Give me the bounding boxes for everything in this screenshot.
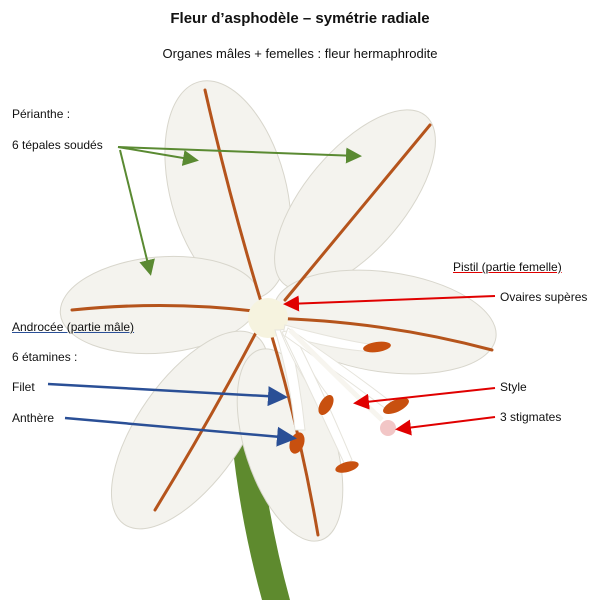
androecium-arrows [47, 382, 297, 447]
style [288, 328, 384, 422]
label-perianth-heading: Périanthe : [12, 107, 71, 121]
pistil-arrows [283, 295, 496, 436]
label-anther: Anthère [12, 411, 55, 425]
tepal-veins [70, 88, 494, 537]
label-ovary: Ovaires supères [500, 290, 588, 304]
ovary [248, 298, 288, 338]
stigma [380, 420, 396, 436]
diagram-title: Fleur d’asphodèle – symétrie radiale [170, 10, 430, 27]
label-stigmas: 3 stigmates [500, 410, 562, 424]
perianth-arrows [117, 146, 362, 276]
stem [232, 430, 290, 600]
label-androecium-heading: Androcée (partie mâle) [12, 320, 135, 334]
label-tepals: 6 tépales soudés [12, 138, 103, 152]
label-pistil-heading: Pistil (partie femelle) [453, 260, 562, 274]
diagram-subtitle: Organes mâles + femelles : fleur hermaph… [162, 46, 438, 61]
label-filament: Filet [12, 380, 35, 394]
label-style: Style [500, 380, 527, 394]
label-stamens: 6 étamines : [12, 350, 78, 364]
